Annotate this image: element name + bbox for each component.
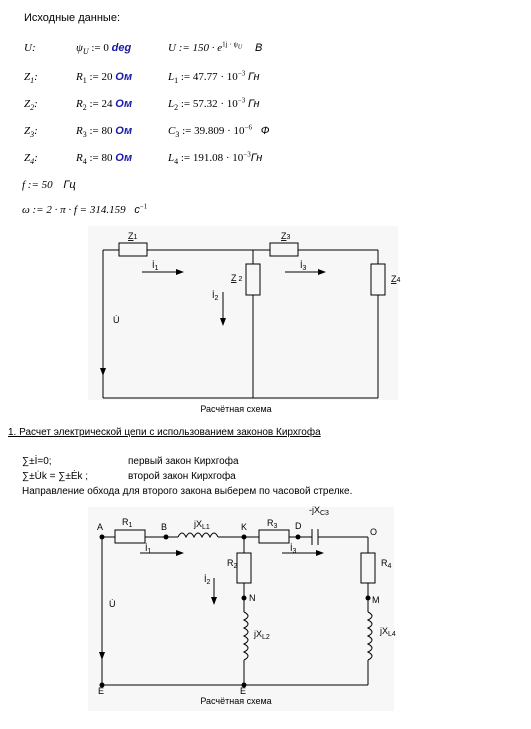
u-definition: U := 150 · e1j · ψU В xyxy=(168,40,263,54)
kirchhoff-law-1-desc: первый закон Кирхгофа xyxy=(128,456,239,467)
r1-element xyxy=(114,529,146,544)
xl1-element xyxy=(177,532,219,539)
kirchhoff-law-2-formula: ∑±U̇k = ∑±Ėk ; xyxy=(22,471,89,482)
r2-label: R2 xyxy=(227,558,238,570)
u-label-diagram2: U̇ xyxy=(109,599,116,609)
u-arrowhead-2 xyxy=(99,652,105,660)
psi-definition: ψU := 0 deg xyxy=(76,42,132,57)
z3-label: Z3 xyxy=(281,231,291,241)
i1-arrowhead-2 xyxy=(176,550,184,556)
i3-arrowhead xyxy=(318,269,326,275)
r4-element xyxy=(360,552,376,584)
xl4-element xyxy=(366,611,373,661)
i1-arrowhead xyxy=(176,269,184,275)
r3-element xyxy=(258,529,290,544)
psi-unit: deg xyxy=(111,42,132,54)
xl4-label: jXL4 xyxy=(379,626,396,638)
z1-label: Z1 xyxy=(128,231,138,241)
xc3-label: -jXC3 xyxy=(309,505,329,517)
xl2-element xyxy=(242,611,249,661)
node-n xyxy=(241,595,247,601)
frequency-definition: f := 50 Гц xyxy=(22,179,76,191)
i2-label: İ2 xyxy=(212,290,219,302)
label-node-b: B xyxy=(161,522,167,532)
kirchhoff-law-1-formula: ∑±İ=0; xyxy=(22,456,52,467)
label-node-m: M xyxy=(372,595,380,605)
r1-label: R1 xyxy=(122,517,133,529)
label-node-o: O xyxy=(370,527,377,537)
label-node-n: N xyxy=(249,593,256,603)
node-e-right xyxy=(241,682,247,688)
label-node-e-left: E xyxy=(98,686,104,696)
r2-element xyxy=(236,552,252,584)
u-label: U: xyxy=(24,42,36,54)
i2-label-2: İ2 xyxy=(204,574,211,586)
label-node-a: A xyxy=(97,522,103,532)
traversal-direction-text: Направление обхода для второго закона вы… xyxy=(22,486,353,497)
diagram1-caption: Расчётная схема xyxy=(200,404,271,414)
i3-arrowhead-2 xyxy=(316,550,324,556)
r4-label: R4 xyxy=(381,558,392,570)
label-node-e-right: E xyxy=(240,686,246,696)
diagram2-caption: Расчётная схема xyxy=(200,696,271,706)
section-title: Исходные данные: xyxy=(24,12,120,24)
i2-arrowhead-2 xyxy=(211,597,217,605)
diagram1-panel xyxy=(88,226,398,400)
xl2-label: jXL2 xyxy=(253,629,270,641)
u-arrowhead xyxy=(100,368,106,376)
section-heading: 1. Расчет электрической цепи с использов… xyxy=(8,427,321,438)
node-m xyxy=(365,595,371,601)
node-b xyxy=(163,534,169,540)
z4-label: Z4 xyxy=(391,274,401,284)
omega-definition: ω := 2 · π · f = 314.159 c−1 xyxy=(22,202,148,216)
node-e-left xyxy=(99,682,105,688)
i3-label-2: İ3 xyxy=(290,543,297,555)
kirchhoff-law-2-desc: второй закон Кирхгофа xyxy=(128,471,236,482)
u-label-diagram1: U̇ xyxy=(113,315,120,325)
label-node-d: D xyxy=(295,521,302,531)
node-a xyxy=(99,534,105,540)
node-d xyxy=(295,534,301,540)
i2-arrowhead xyxy=(220,318,226,326)
r3-label: R3 xyxy=(267,518,278,530)
diagram2-panel xyxy=(88,507,394,711)
u-unit: В xyxy=(254,42,263,54)
label-node-k: K xyxy=(241,522,247,532)
xl1-label: jXL1 xyxy=(193,519,210,531)
i1-label: İ1 xyxy=(152,260,159,272)
node-k xyxy=(241,534,247,540)
i3-label: İ3 xyxy=(300,260,307,272)
i1-label-2: İ1 xyxy=(145,543,152,555)
